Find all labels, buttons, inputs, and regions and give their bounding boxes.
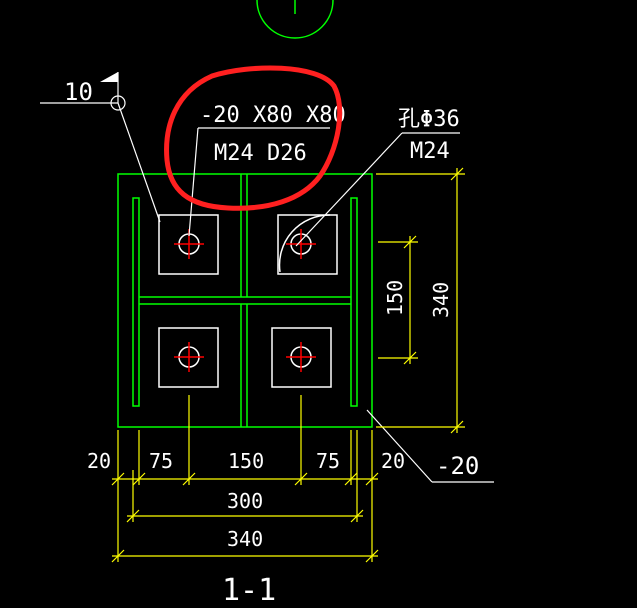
stiffener-plates xyxy=(132,174,358,427)
washer-plate-spec: -20 X80 X80 xyxy=(200,103,346,128)
highlight-circle xyxy=(164,65,343,211)
edge-distance-right: 20 xyxy=(381,449,405,473)
washer-plate xyxy=(158,214,219,275)
anchor-bolt-spec: M24 xyxy=(410,139,450,164)
washer-bolt-spec: M24 D26 xyxy=(214,141,307,166)
plate-thickness-leader xyxy=(366,409,494,483)
edge-distance-left: 20 xyxy=(87,449,111,473)
edge-bolt-right: 75 xyxy=(316,449,340,473)
washer-plate xyxy=(158,327,219,388)
horizontal-dimension-lines xyxy=(111,395,379,563)
bolt-spacing-label: 300 xyxy=(227,489,263,513)
edge-bolt-left: 75 xyxy=(149,449,173,473)
section-label: 1-1 xyxy=(222,573,276,608)
washer-plate xyxy=(277,214,338,275)
weld-symbol-leader xyxy=(40,72,161,223)
bolt-hole-spec: 孔Φ36 xyxy=(398,107,460,132)
anchor-bolt-leader xyxy=(295,132,460,247)
weld-size-label: 10 xyxy=(64,78,93,106)
washer-spec-leader xyxy=(188,127,330,237)
vertical-spacing-label: 150 xyxy=(383,280,407,316)
plate-thickness-label: -20 xyxy=(436,452,479,480)
center-spacing: 150 xyxy=(228,449,264,473)
overall-height-label: 340 xyxy=(429,282,453,318)
base-plate-outline xyxy=(117,173,373,428)
washer-plate xyxy=(271,327,332,388)
column-circle-partial xyxy=(256,0,334,39)
vertical-dimension-lines xyxy=(376,167,465,434)
overall-width-label: 340 xyxy=(227,527,263,551)
